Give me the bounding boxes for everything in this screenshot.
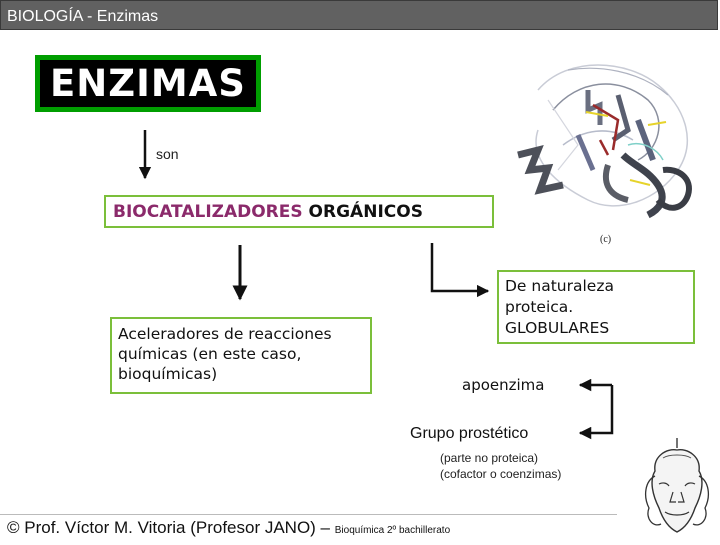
biocatalysts-suffix: ORGÁNICOS xyxy=(302,201,423,222)
biocatalysts-main: CATALIZADORES xyxy=(146,201,303,222)
accelerators-box: Aceleradores de reacciones químicas (en … xyxy=(110,317,372,394)
notes-line-1: (parte no proteica) xyxy=(440,451,539,465)
arrow-right-icon xyxy=(430,243,490,298)
footer-author: © Prof. Víctor M. Vitoria (Profesor JANO… xyxy=(7,518,335,537)
accelerators-line-3: bioquímicas) xyxy=(118,365,218,383)
connector-label: son xyxy=(156,146,179,162)
header-title: BIOLOGÍA - Enzimas xyxy=(7,8,159,25)
nature-box: De naturaleza proteica. GLOBULARES xyxy=(497,270,695,344)
biocatalysts-prefix: BIO xyxy=(113,201,147,222)
apoenzyme-label: apoenzima xyxy=(462,376,545,394)
notes-line-2: (cofactor o coenzimas) xyxy=(440,467,562,481)
prosthetic-notes: (parte no proteica) (cofactor o coenzima… xyxy=(440,450,561,482)
figure-label: (c) xyxy=(600,234,611,245)
protein-structure-image: (c) xyxy=(508,50,716,252)
footer-course: Bioquímica 2º bachillerato xyxy=(334,525,451,536)
nature-line-3: GLOBULARES xyxy=(505,319,610,337)
title-box-enzimas: ENZIMAS xyxy=(35,55,261,112)
nature-line-2: proteica. xyxy=(505,298,574,316)
arrow-left-icon xyxy=(578,385,614,440)
janus-logo xyxy=(635,436,720,540)
header-bar: BIOLOGÍA - Enzimas xyxy=(0,0,718,30)
nature-line-1: De naturaleza xyxy=(505,277,614,295)
prosthetic-group-label: Grupo prostético xyxy=(410,425,529,442)
footer-bar: © Prof. Víctor M. Vitoria (Profesor JANO… xyxy=(0,514,617,540)
main-title: ENZIMAS xyxy=(50,62,246,105)
accelerators-line-1: Aceleradores de reacciones xyxy=(118,325,332,343)
accelerators-line-2: químicas (en este caso, xyxy=(118,345,302,363)
